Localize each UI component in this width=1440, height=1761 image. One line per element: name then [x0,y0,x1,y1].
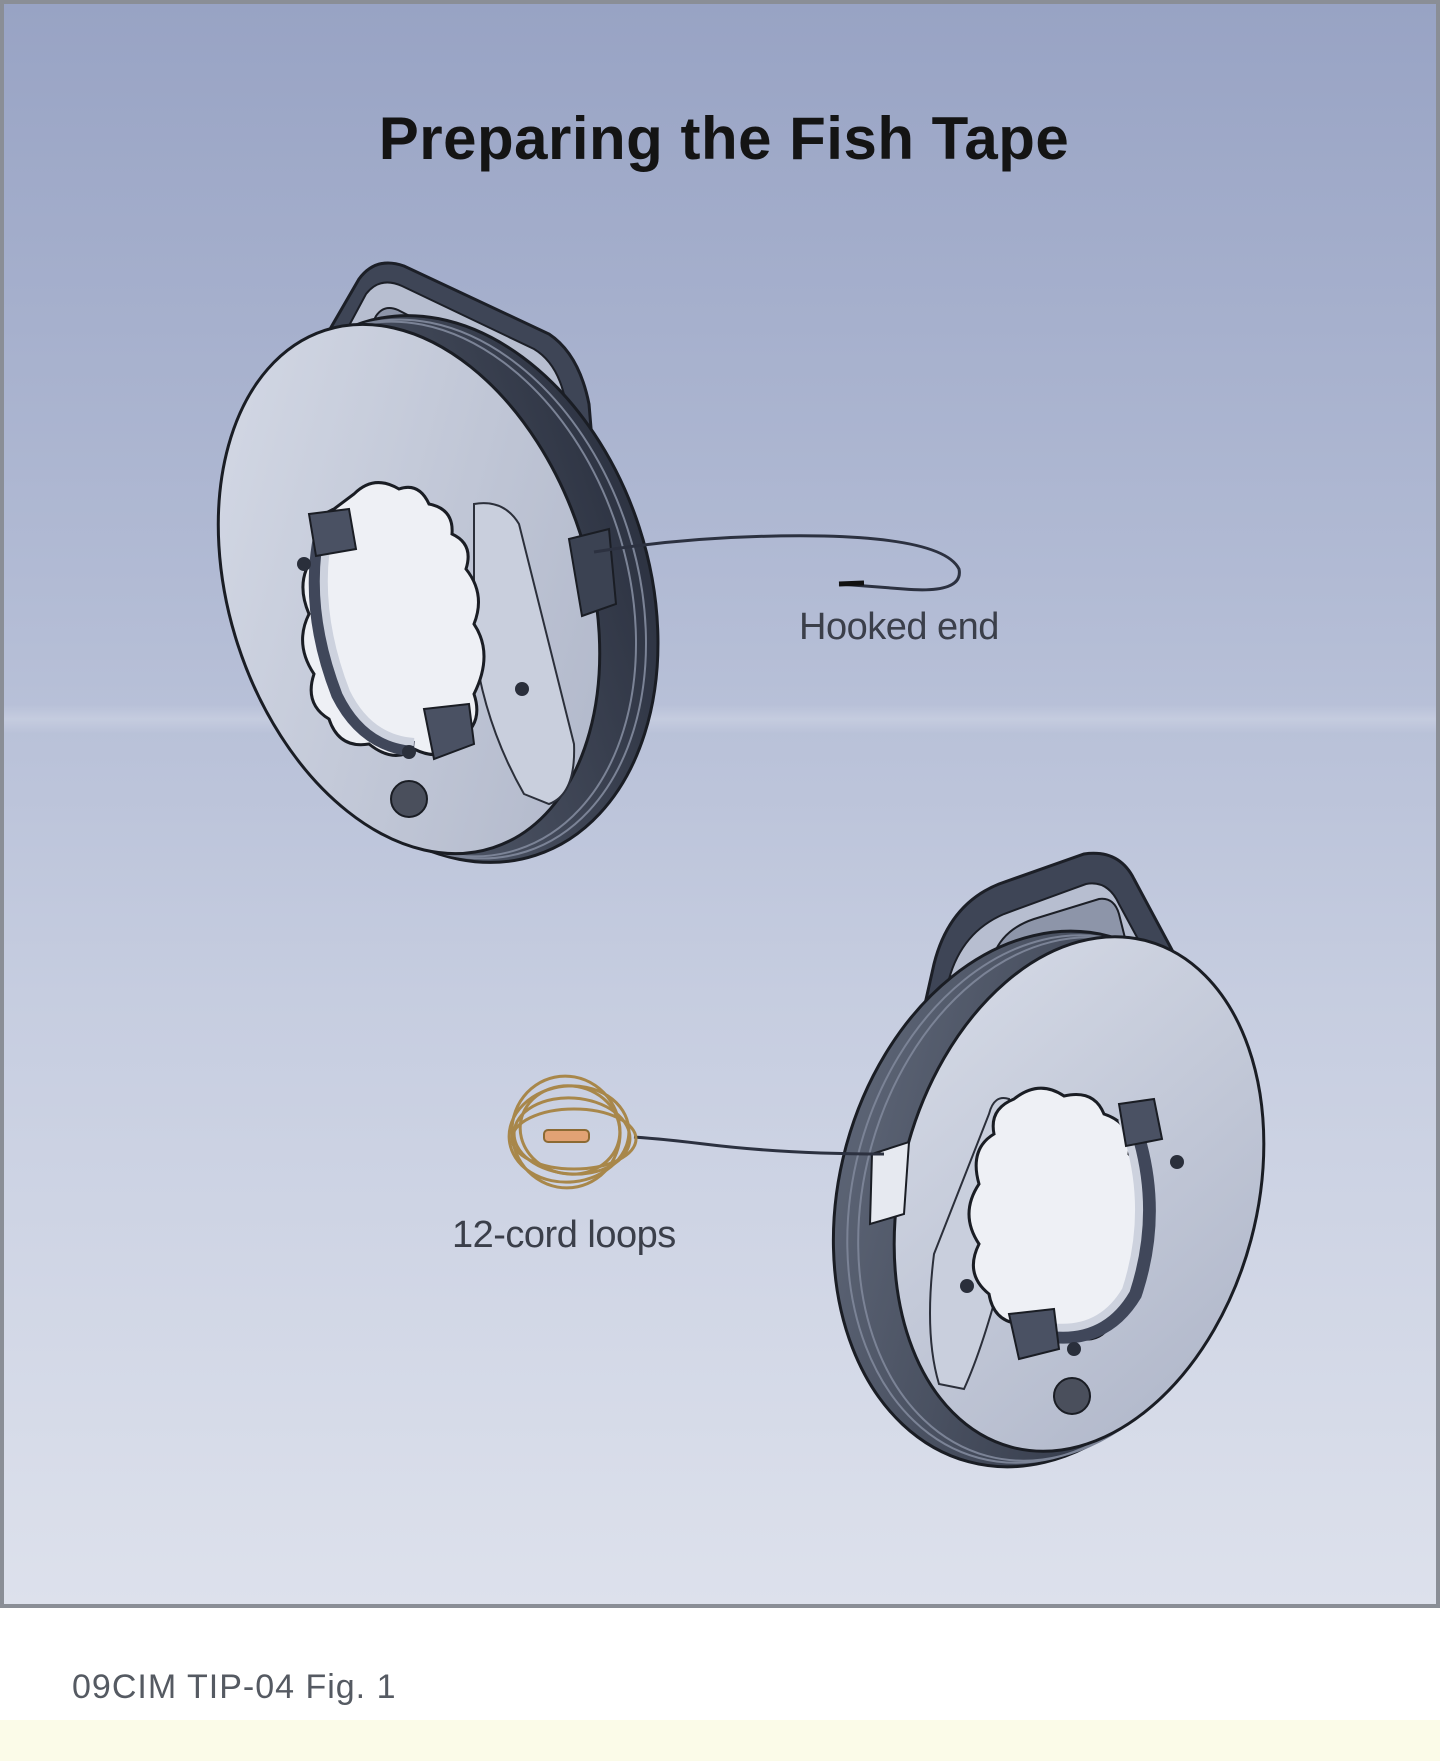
figure-caption: 09CIM TIP-04 Fig. 1 [72,1668,397,1706]
caption-area [0,1608,1440,1720]
figure-title: Preparing the Fish Tape [378,105,1070,172]
fish-tape-illustration [216,261,1266,1469]
cord-loops [507,1074,638,1190]
bottom-strip [0,1720,1440,1761]
hooked-end-label: Hooked end [799,606,999,648]
cord-loops-label: 12-cord loops [452,1214,676,1256]
fish-tape-reel-top [216,261,961,864]
fish-tape-reel-bottom [633,851,1266,1469]
illustration-panel: Preparing the Fish Tape [0,0,1440,1608]
background-band [4,704,1436,734]
